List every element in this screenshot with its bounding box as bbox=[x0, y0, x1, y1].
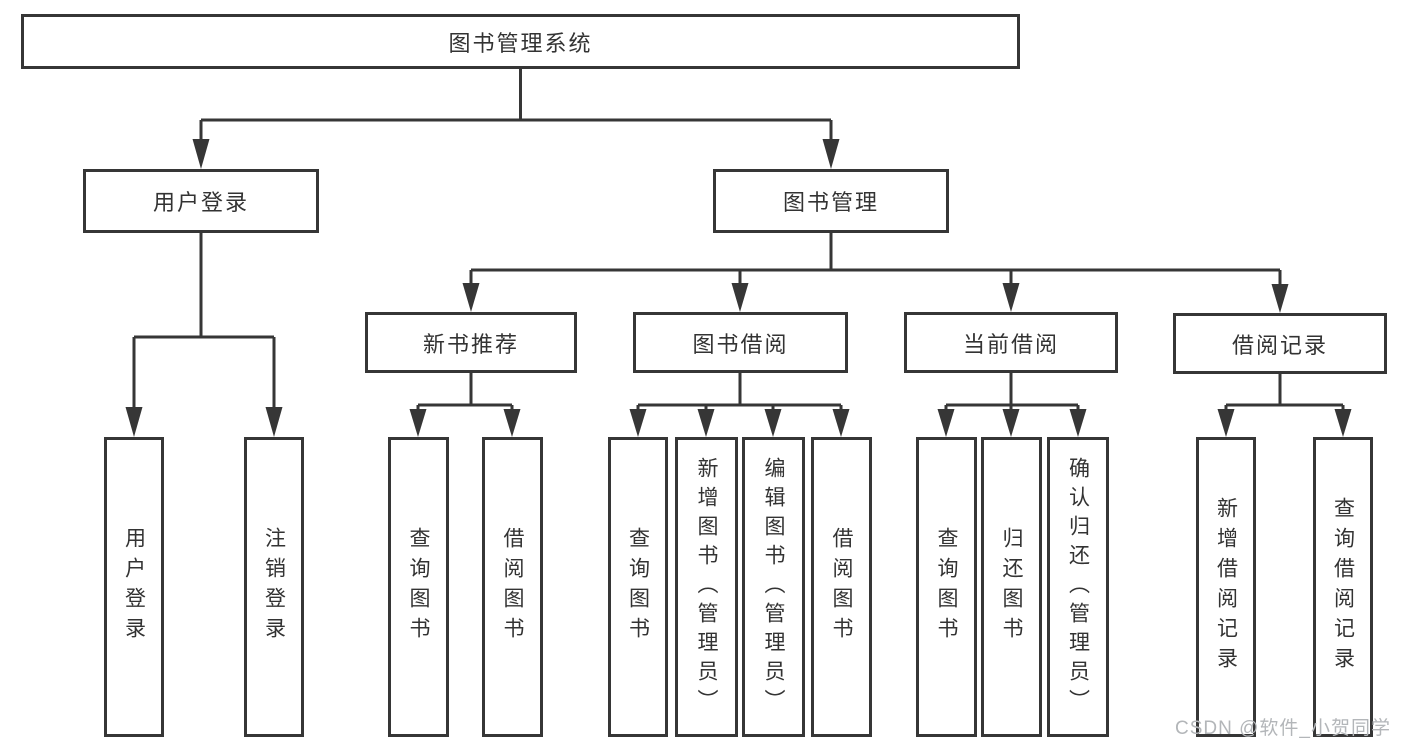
node-leaf-confirm-return-admin: 确认归还（管理员） bbox=[1047, 437, 1109, 737]
node-leaf-add-books-admin: 新增图书（管理员） bbox=[675, 437, 738, 737]
node-label: 借阅图书 bbox=[830, 527, 853, 647]
node-leaf-query-books-recommend: 查询图书 bbox=[388, 437, 449, 737]
node-label: 确认归还（管理员） bbox=[1066, 456, 1090, 718]
node-label: 新增图书（管理员） bbox=[695, 456, 718, 718]
node-label: 编辑图书（管理员） bbox=[762, 456, 785, 718]
node-book-management: 图书管理 bbox=[713, 169, 949, 233]
node-label: 新书推荐 bbox=[422, 331, 519, 357]
node-label: 图书借阅 bbox=[692, 331, 789, 357]
node-leaf-query-books-borrow: 查询图书 bbox=[608, 437, 668, 737]
node-current-borrow: 当前借阅 bbox=[904, 312, 1118, 373]
connector-new-book-recommend-children bbox=[409, 373, 521, 437]
node-label: 图书管理 bbox=[782, 190, 879, 215]
node-label: 借阅记录 bbox=[1231, 332, 1328, 358]
connector-current-borrow-children bbox=[937, 373, 1087, 437]
node-leaf-logout-login: 注销登录 bbox=[244, 437, 304, 737]
node-label: 新增借阅记录 bbox=[1214, 497, 1238, 677]
node-label: 用户登录 bbox=[122, 527, 146, 647]
connector-book-borrow-children bbox=[629, 373, 850, 437]
connector-borrow-record-children bbox=[1217, 374, 1352, 437]
node-leaf-query-borrow-record: 查询借阅记录 bbox=[1313, 437, 1373, 737]
watermark-csdn: CSDN @软件_小贺同学 bbox=[1175, 718, 1391, 739]
node-label: 用户登录 bbox=[152, 190, 249, 215]
node-leaf-add-borrow-record: 新增借阅记录 bbox=[1196, 437, 1256, 737]
connector-root-to-level2 bbox=[192, 69, 840, 169]
node-label: 归还图书 bbox=[1000, 527, 1023, 647]
node-label: 注销登录 bbox=[262, 527, 286, 647]
node-label: 查询借阅记录 bbox=[1331, 497, 1355, 677]
node-label: 借阅图书 bbox=[501, 527, 524, 647]
node-label: 查询图书 bbox=[407, 527, 430, 647]
connector-user-login-children bbox=[125, 233, 283, 437]
node-leaf-borrow-books: 借阅图书 bbox=[811, 437, 872, 737]
node-label: 查询图书 bbox=[626, 527, 650, 647]
node-label: 查询图书 bbox=[935, 527, 958, 647]
node-user-login: 用户登录 bbox=[83, 169, 319, 233]
node-borrow-record: 借阅记录 bbox=[1173, 313, 1387, 374]
node-leaf-edit-books-admin: 编辑图书（管理员） bbox=[742, 437, 805, 737]
node-root-library-system: 图书管理系统 bbox=[21, 14, 1020, 69]
connector-book-management-children bbox=[462, 233, 1289, 313]
node-book-borrow: 图书借阅 bbox=[633, 312, 848, 373]
node-new-book-recommend: 新书推荐 bbox=[365, 312, 577, 373]
node-leaf-query-books-current: 查询图书 bbox=[916, 437, 977, 737]
node-leaf-return-books: 归还图书 bbox=[981, 437, 1042, 737]
node-leaf-borrow-books-recommend: 借阅图书 bbox=[482, 437, 543, 737]
node-leaf-user-login: 用户登录 bbox=[104, 437, 164, 737]
node-label: 当前借阅 bbox=[962, 331, 1059, 357]
node-label: 图书管理系统 bbox=[448, 30, 593, 56]
